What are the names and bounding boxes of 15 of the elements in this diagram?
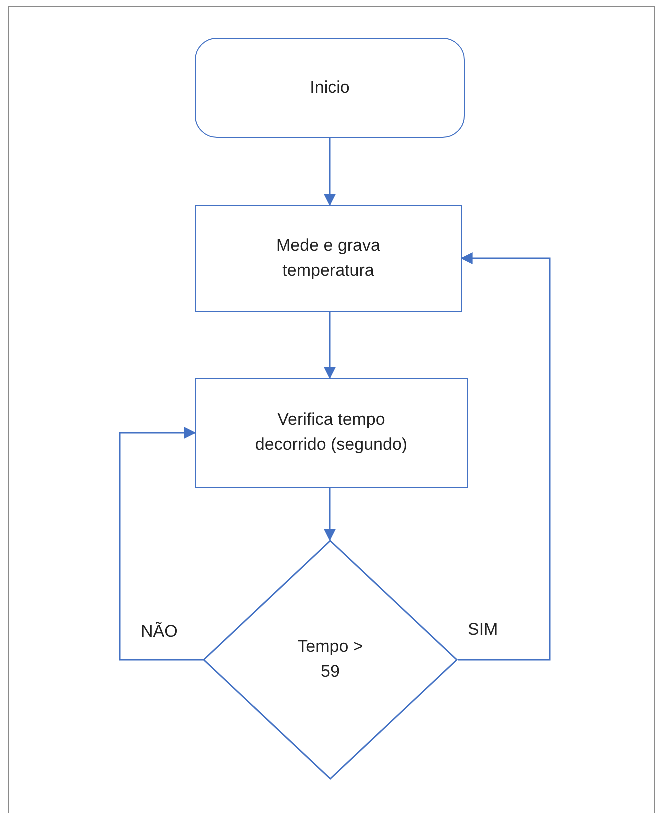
arrow (458, 252, 551, 661)
node-label: Inicio (309, 76, 351, 99)
process-box (195, 378, 468, 488)
edge-label: SIM (468, 620, 498, 640)
start-terminal (195, 38, 465, 138)
process-box (195, 205, 462, 312)
node-label: Mede e grava temperatura (276, 234, 382, 282)
arrow (324, 312, 336, 380)
arrow (324, 138, 336, 206)
arrow (119, 427, 203, 661)
decision-diamond (203, 540, 458, 780)
node-label: Verifica tempo decorrido (segundo) (254, 409, 409, 456)
edge-label: NÃO (141, 622, 178, 642)
arrow (324, 488, 336, 542)
node-label: Tempo > 59 (296, 636, 364, 683)
